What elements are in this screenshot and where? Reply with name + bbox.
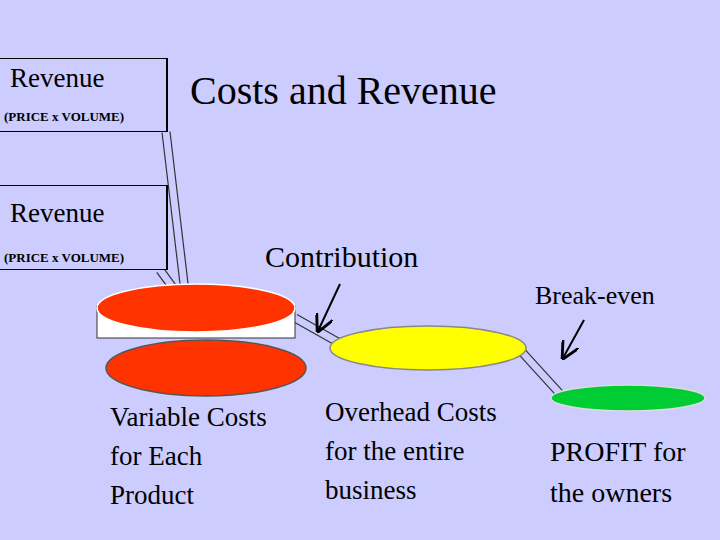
pipe-connector bbox=[518, 348, 565, 398]
vat-top bbox=[330, 326, 526, 370]
callout-label: Contribution bbox=[265, 240, 418, 275]
vat-bowl bbox=[106, 340, 306, 396]
pipe-wall bbox=[170, 132, 189, 292]
vat-caption: Overhead Costs for the entire business bbox=[325, 393, 497, 510]
vat-top bbox=[97, 284, 295, 332]
pipe-wall bbox=[297, 315, 345, 342]
revenue-box: Revenue (PRICE x VOLUME) bbox=[0, 58, 168, 132]
cost-vat: Overhead Costs for the entire business bbox=[325, 323, 530, 514]
vat-top bbox=[551, 385, 705, 411]
vat-caption: PROFIT for the owners bbox=[550, 432, 702, 513]
box-heading: Revenue bbox=[10, 63, 104, 94]
formula-text: (PRICE x VOLUME) bbox=[4, 109, 124, 125]
callout-label: Break-even bbox=[535, 281, 655, 311]
vat-caption: Variable Costs for Each Product bbox=[110, 398, 288, 515]
leader-arrow bbox=[318, 284, 340, 331]
box-heading: Revenue bbox=[10, 198, 104, 229]
cost-vat: PROFIT for the owners bbox=[548, 382, 712, 517]
pipe-wall bbox=[518, 354, 559, 399]
diagram-title: Costs and Revenue bbox=[190, 68, 497, 114]
leader-arrow bbox=[563, 320, 584, 358]
cost-vat: Variable Costs for Each Product bbox=[95, 282, 310, 519]
formula-text: (PRICE x VOLUME) bbox=[4, 250, 124, 266]
revenue-box: Revenue (PRICE x VOLUME) bbox=[0, 185, 168, 270]
pipe-wall bbox=[524, 348, 565, 393]
